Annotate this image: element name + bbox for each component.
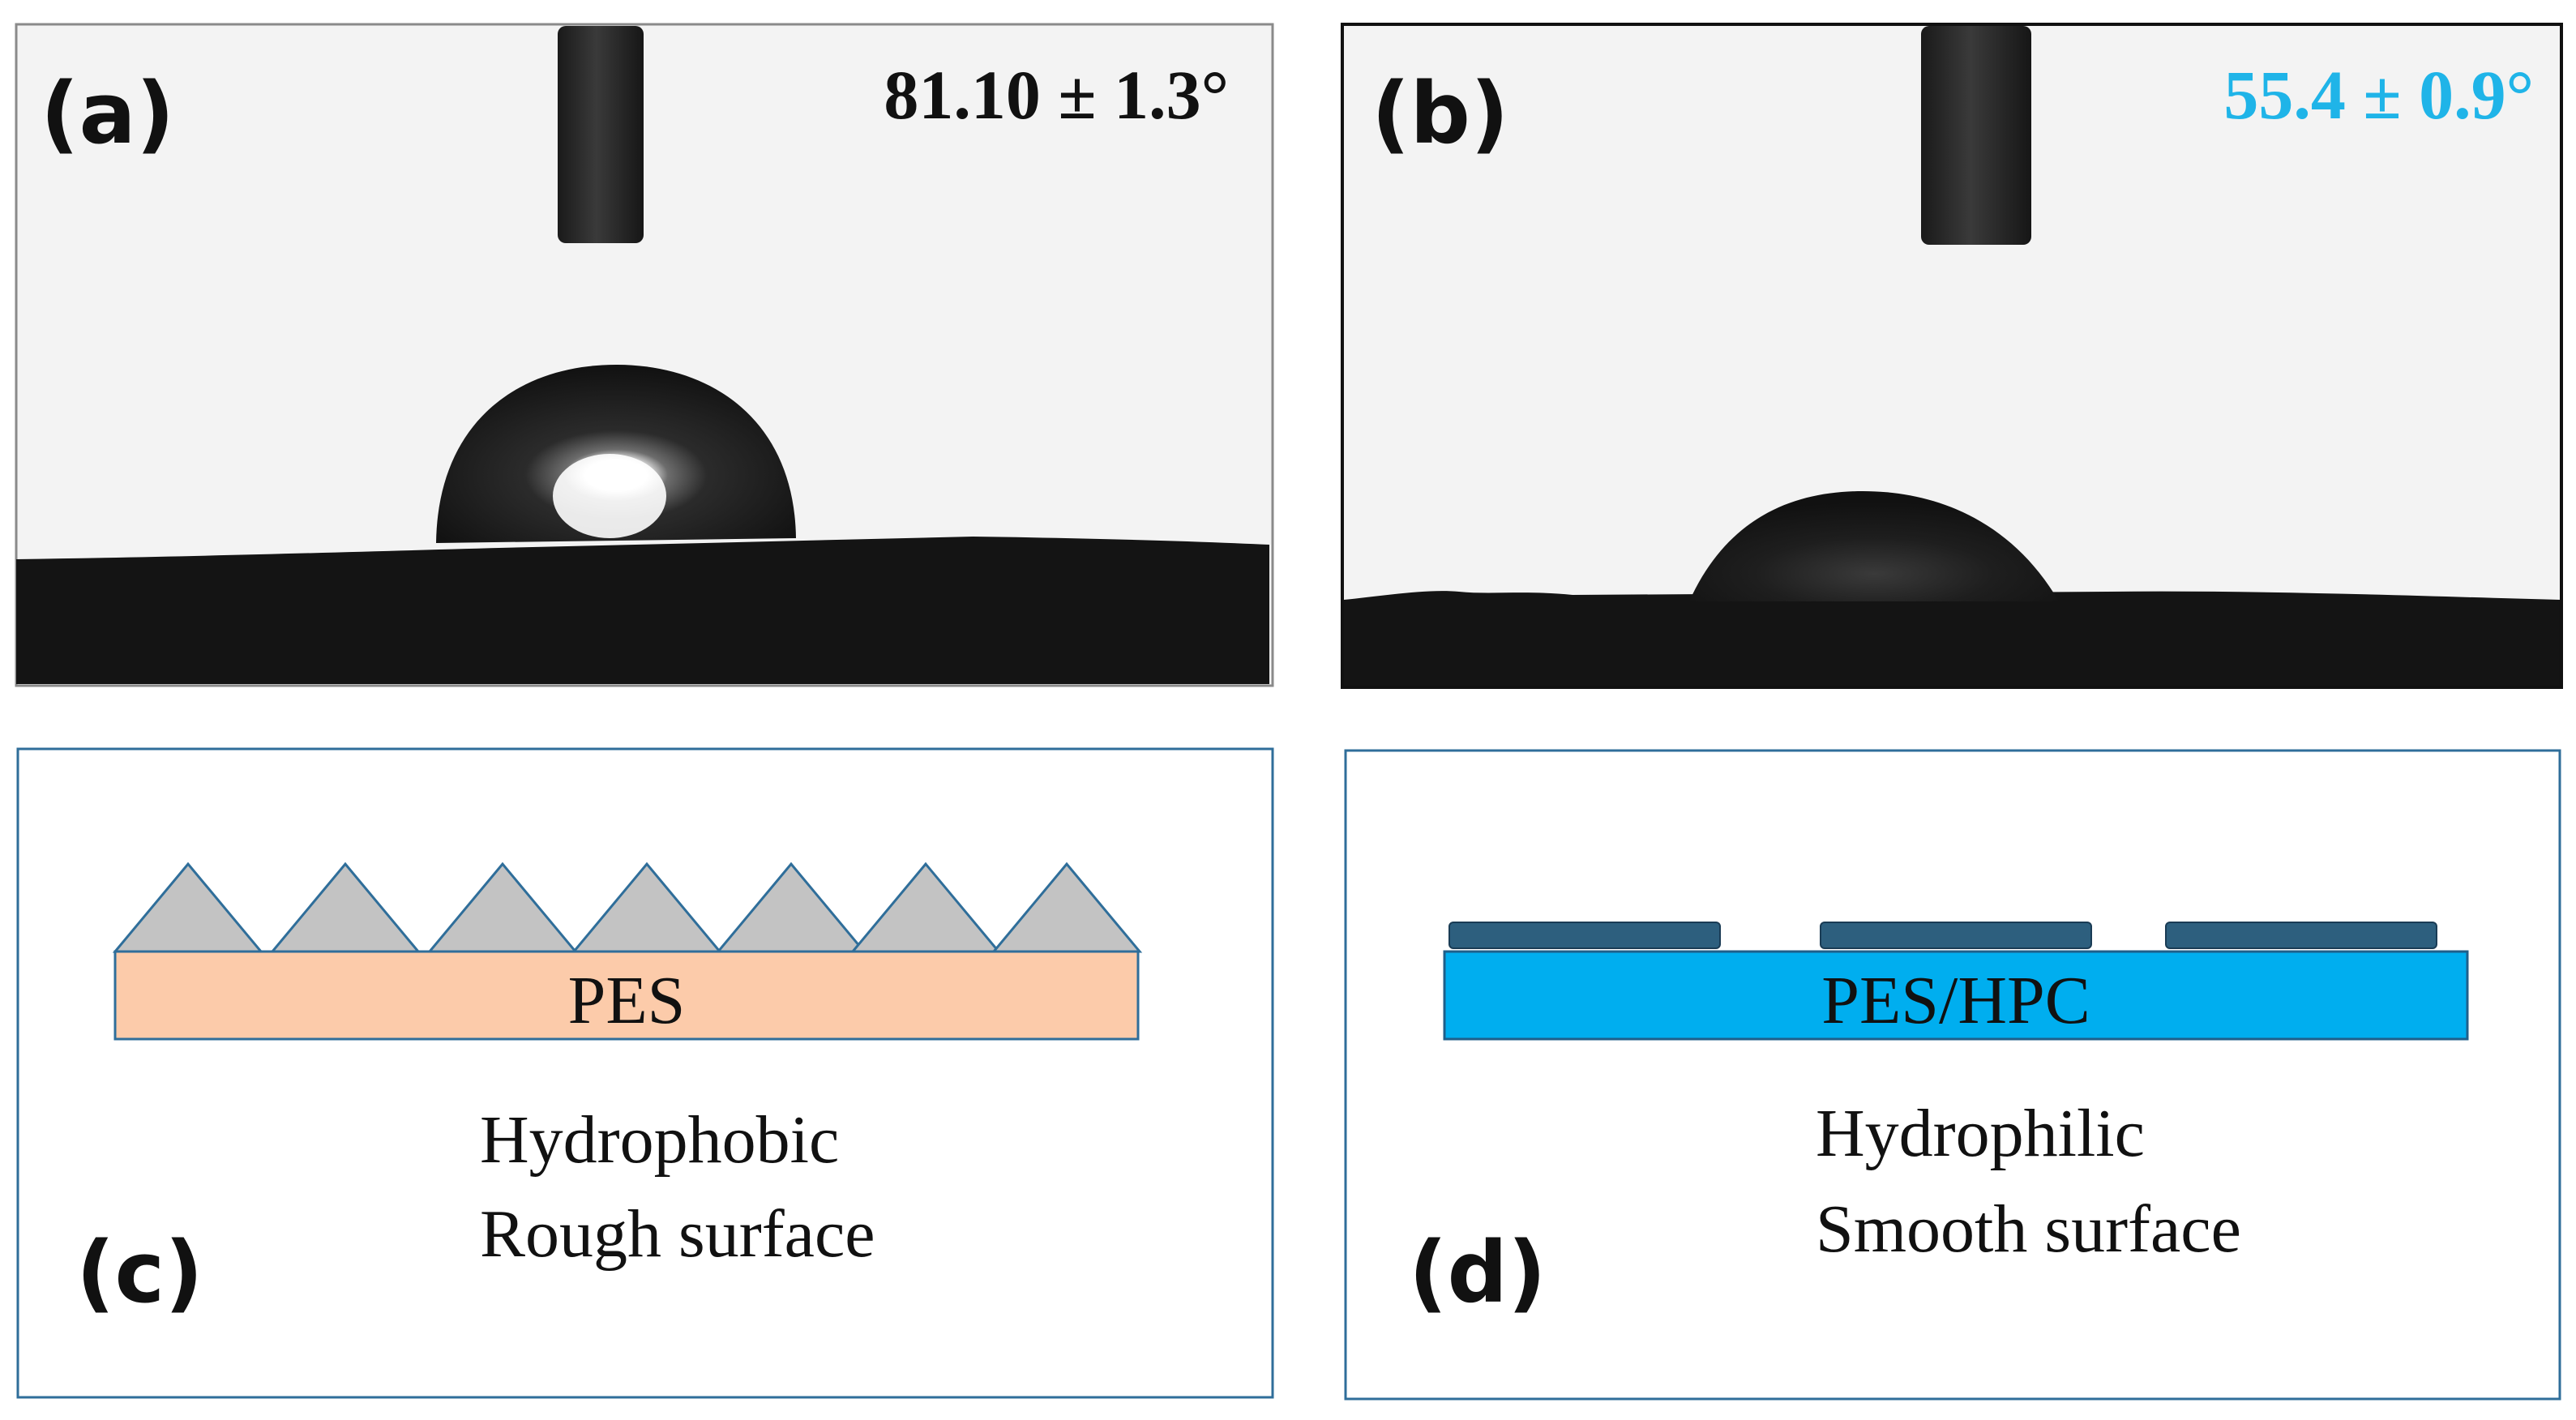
droplet-a xyxy=(436,365,796,543)
contact-angle-b: 55.4 ± 0.9° xyxy=(2223,56,2534,134)
contact-angle-a: 81.10 ± 1.3° xyxy=(884,56,1229,134)
pes-substrate xyxy=(113,950,1140,1041)
pes-hpc-label: PES/HPC xyxy=(1821,963,2090,1038)
panel-c-caption-line1: Hydrophobic xyxy=(480,1102,839,1178)
panel-d-label: (d) xyxy=(1409,1223,1547,1322)
platelet xyxy=(1820,922,2092,949)
panel-a-label: (a) xyxy=(41,64,174,163)
needle-b xyxy=(1921,26,2031,245)
droplet-a-highlight xyxy=(553,454,666,538)
substrate-b xyxy=(1344,591,2560,686)
panel-c-caption-line2: Rough surface xyxy=(480,1196,875,1272)
pes-hpc-substrate xyxy=(1443,950,2469,1041)
panel-d-caption-line1: Hydrophilic xyxy=(1816,1096,2145,1171)
panel-c-frame xyxy=(16,747,1274,1399)
panel-b: (b) 55.4 ± 0.9° xyxy=(1341,23,2563,689)
substrate-a xyxy=(16,537,1269,684)
panel-d: PES/HPC Hydrophilic Smooth surface (d) xyxy=(1344,749,2561,1401)
panel-b-label: (b) xyxy=(1371,64,1509,163)
needle-a xyxy=(558,26,644,243)
panel-d-frame xyxy=(1344,749,2561,1401)
panel-a: (a) 81.10 ± 1.3° xyxy=(15,23,1274,687)
pes-label: PES xyxy=(568,963,686,1038)
panel-c: PES Hydrophobic Rough surface (c) xyxy=(16,747,1274,1399)
platelet xyxy=(2165,922,2437,949)
panel-c-label: (c) xyxy=(76,1223,203,1322)
panel-d-caption-line2: Smooth surface xyxy=(1816,1191,2241,1267)
platelet xyxy=(1448,922,1721,949)
droplet-b xyxy=(1689,491,2059,601)
